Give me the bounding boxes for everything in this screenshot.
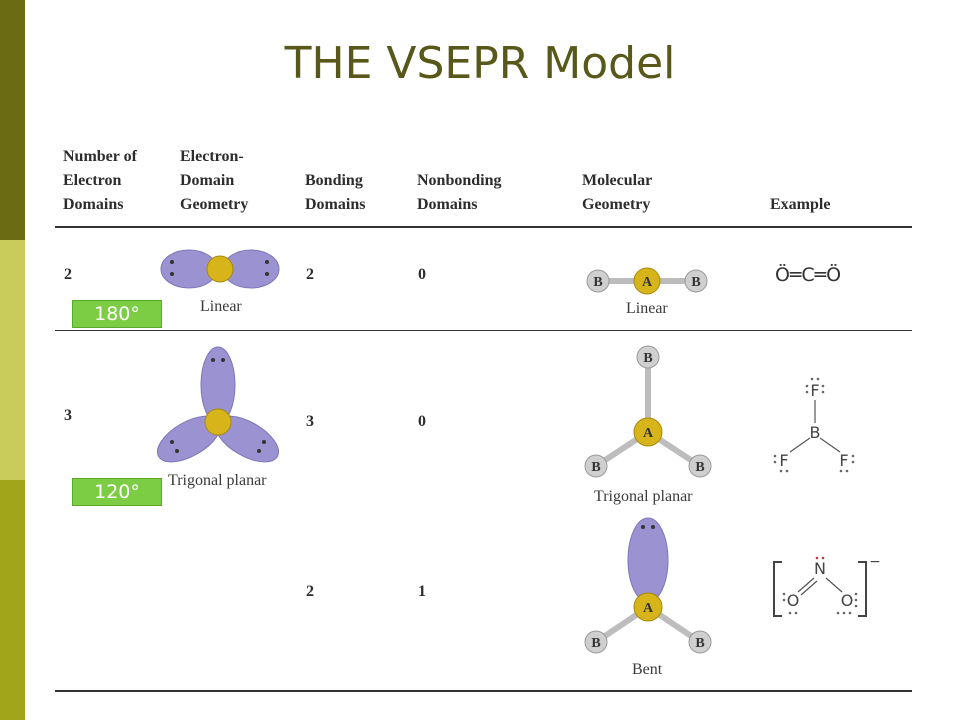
accent-bar-middle bbox=[0, 240, 25, 480]
row2-domains: 3 bbox=[64, 407, 72, 424]
bf3-f-right: F bbox=[839, 451, 848, 470]
atom-b-left: B bbox=[591, 636, 600, 651]
no2-charge: − bbox=[869, 554, 881, 570]
row1-nonbonding: 0 bbox=[418, 266, 426, 283]
atom-b-left: B bbox=[591, 460, 600, 475]
row3-molecular-caption: Bent bbox=[632, 661, 663, 678]
row2-molecular-caption: Trigonal planar bbox=[594, 488, 693, 505]
header-example: Example bbox=[770, 196, 831, 213]
bf3-b: B bbox=[810, 423, 821, 442]
atom-a-center: A bbox=[642, 275, 653, 290]
atom-b-right: B bbox=[695, 636, 704, 651]
row2-bonding: 3 bbox=[306, 413, 314, 430]
atom-a-center: A bbox=[643, 426, 654, 441]
accent-bar-top bbox=[0, 0, 25, 240]
bf3-lewis-structure: F B F F bbox=[773, 377, 855, 473]
row1-molecular-caption: Linear bbox=[626, 300, 668, 317]
bent-molecular-geometry-diagram: A B B bbox=[584, 517, 712, 654]
bf3-f-top: F bbox=[810, 381, 819, 400]
header-rule bbox=[55, 226, 912, 228]
table-bottom-rule bbox=[55, 690, 912, 692]
atom-b-left: B bbox=[593, 275, 602, 290]
atom-b-right: B bbox=[691, 275, 700, 290]
co2-lewis-structure: Ö═C═Ö bbox=[775, 264, 842, 286]
angle-badge-180: 180° bbox=[72, 300, 162, 328]
atom-b-top: B bbox=[643, 351, 652, 366]
row1-domains: 2 bbox=[64, 266, 72, 283]
no2-o-right: O bbox=[841, 591, 854, 610]
row2-geometry-caption: Trigonal planar bbox=[168, 472, 267, 489]
linear-electron-geometry-diagram bbox=[160, 249, 280, 289]
row3-bonding: 2 bbox=[306, 583, 314, 600]
accent-bar-bottom bbox=[0, 480, 25, 720]
no2-n: N bbox=[814, 559, 826, 578]
linear-molecular-geometry-diagram: B A B bbox=[586, 267, 708, 295]
angle-badge-120: 120° bbox=[72, 478, 162, 506]
trigonal-electron-geometry-diagram bbox=[157, 346, 279, 463]
row3-nonbonding: 1 bbox=[418, 583, 426, 600]
slide-title: THE VSEPR Model bbox=[284, 38, 676, 89]
atom-b-right: B bbox=[695, 460, 704, 475]
trigonal-molecular-geometry-diagram: B A B B bbox=[584, 345, 712, 478]
row-divider bbox=[55, 330, 912, 331]
no2-o-left: O bbox=[787, 591, 800, 610]
bf3-f-left: F bbox=[779, 451, 788, 470]
no2-lewis-structure: − N O O bbox=[773, 554, 881, 617]
row1-geometry-caption: Linear bbox=[200, 298, 242, 315]
row1-bonding: 2 bbox=[306, 266, 314, 283]
row2-nonbonding: 0 bbox=[418, 413, 426, 430]
atom-a-center: A bbox=[643, 601, 654, 616]
